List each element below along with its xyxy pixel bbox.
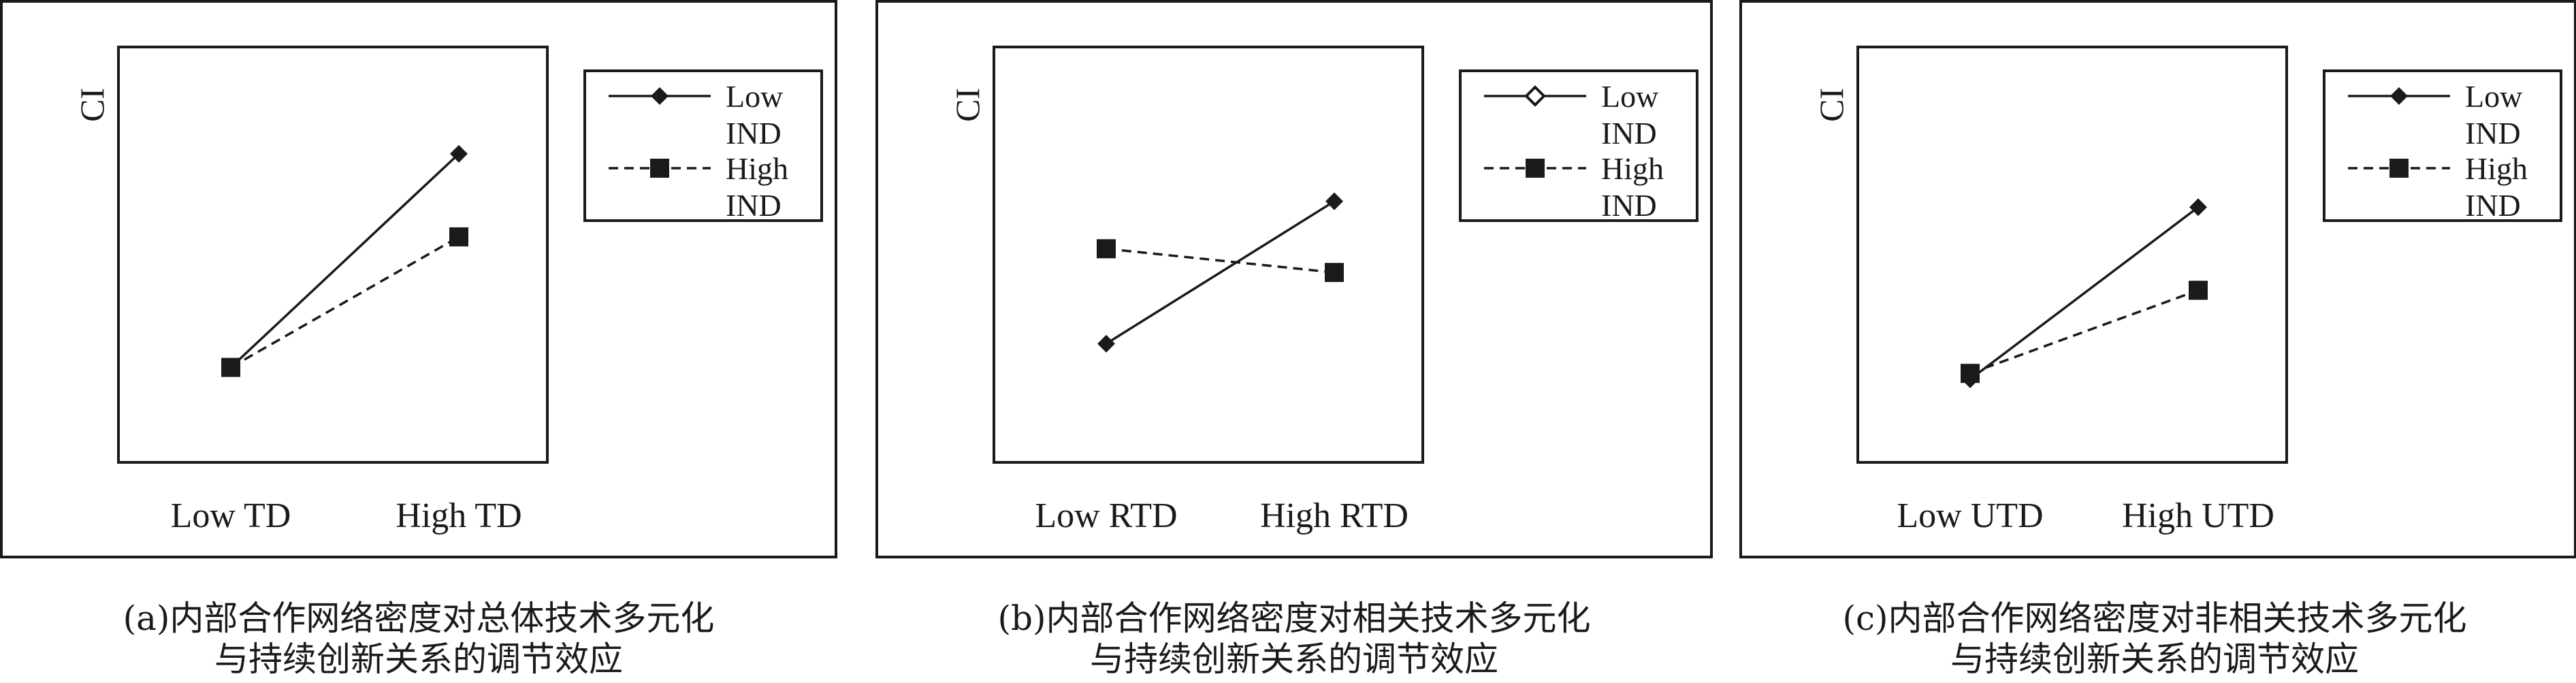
caption-a-line-1: (a)内部合作网络密度对总体技术多元化	[123, 599, 715, 638]
legend-text-a-1-0: High	[726, 151, 788, 186]
series-line-b-0	[1106, 200, 1335, 345]
x-tick-label-a-0: Low TD	[171, 496, 291, 535]
series-line-b-1	[1106, 247, 1335, 274]
data-point-b-0-1	[1325, 192, 1343, 210]
y-axis-label-a: CI	[73, 88, 111, 122]
legend-text-b-1-1: IND	[1601, 188, 1657, 223]
data-point-b-1-1	[1325, 263, 1344, 283]
legend-marker-a-1	[650, 159, 669, 178]
legend-text-c-0-1: IND	[2465, 116, 2521, 150]
legend-text-c-1-0: High	[2465, 151, 2528, 186]
x-tick-label-c-1: High UTD	[2122, 496, 2274, 535]
legend-box-b	[1459, 69, 1698, 222]
legend-text-a-0-0: Low	[726, 79, 784, 114]
caption-a: (a)内部合作网络密度对总体技术多元化 与持续创新关系的调节效应	[0, 598, 844, 680]
legend-marker-c-0	[2390, 87, 2408, 105]
legend-text-b-0-1: IND	[1601, 116, 1657, 150]
caption-a-line-2: 与持续创新关系的调节效应	[214, 639, 623, 679]
series-line-c-0	[1969, 206, 2200, 381]
legend-text-c-1-1: IND	[2465, 188, 2521, 223]
legend-box-a	[583, 69, 823, 222]
legend-marker-b-1	[1526, 159, 1545, 178]
data-point-c-1-1	[2189, 281, 2208, 300]
plot-frame-c	[1856, 46, 2288, 464]
data-point-b-0-0	[1097, 334, 1115, 353]
caption-c-line-1: (c)内部合作网络密度对非相关技术多元化	[1842, 599, 2467, 638]
plot-frame-b	[993, 46, 1424, 464]
data-point-c-1-0	[1961, 364, 1980, 383]
legend-marker-c-1	[2389, 159, 2409, 178]
x-tick-label-b-1: High RTD	[1260, 496, 1408, 535]
data-point-b-1-0	[1097, 239, 1116, 259]
data-point-c-0-1	[2189, 198, 2207, 217]
legend-text-b-1-0: High	[1601, 151, 1664, 186]
series-line-a-0	[229, 153, 460, 368]
plot-frame-a	[117, 46, 549, 464]
legend-text-a-0-1: IND	[726, 116, 782, 150]
series-line-a-1	[230, 236, 460, 369]
x-tick-label-c-0: Low UTD	[1897, 496, 2043, 535]
caption-b-line-1: (b)内部合作网络密度对相关技术多元化	[997, 599, 1591, 638]
x-tick-label-a-1: High TD	[396, 496, 521, 535]
caption-c-line-2: 与持续创新关系的调节效应	[1950, 639, 2359, 679]
data-point-a-1-0	[221, 358, 240, 377]
data-point-a-1-1	[449, 227, 468, 247]
caption-b: (b)内部合作网络密度对相关技术多元化 与持续创新关系的调节效应	[869, 598, 1720, 680]
y-axis-label-b: CI	[948, 88, 986, 122]
legend-box-c	[2323, 69, 2562, 222]
series-line-c-1	[1969, 289, 2199, 375]
legend-text-c-0-0: Low	[2465, 79, 2523, 114]
y-axis-label-c: CI	[1812, 88, 1850, 122]
caption-c: (c)内部合作网络密度对非相关技术多元化 与持续创新关系的调节效应	[1729, 598, 2576, 680]
x-tick-label-b-0: Low RTD	[1035, 496, 1177, 535]
legend-text-b-0-0: Low	[1601, 79, 1659, 114]
caption-b-line-2: 与持续创新关系的调节效应	[1090, 639, 1498, 679]
legend-text-a-1-1: IND	[726, 188, 782, 223]
data-point-a-0-1	[450, 144, 468, 163]
legend-marker-a-0	[651, 87, 669, 105]
legend-marker-b-0	[1524, 85, 1546, 107]
